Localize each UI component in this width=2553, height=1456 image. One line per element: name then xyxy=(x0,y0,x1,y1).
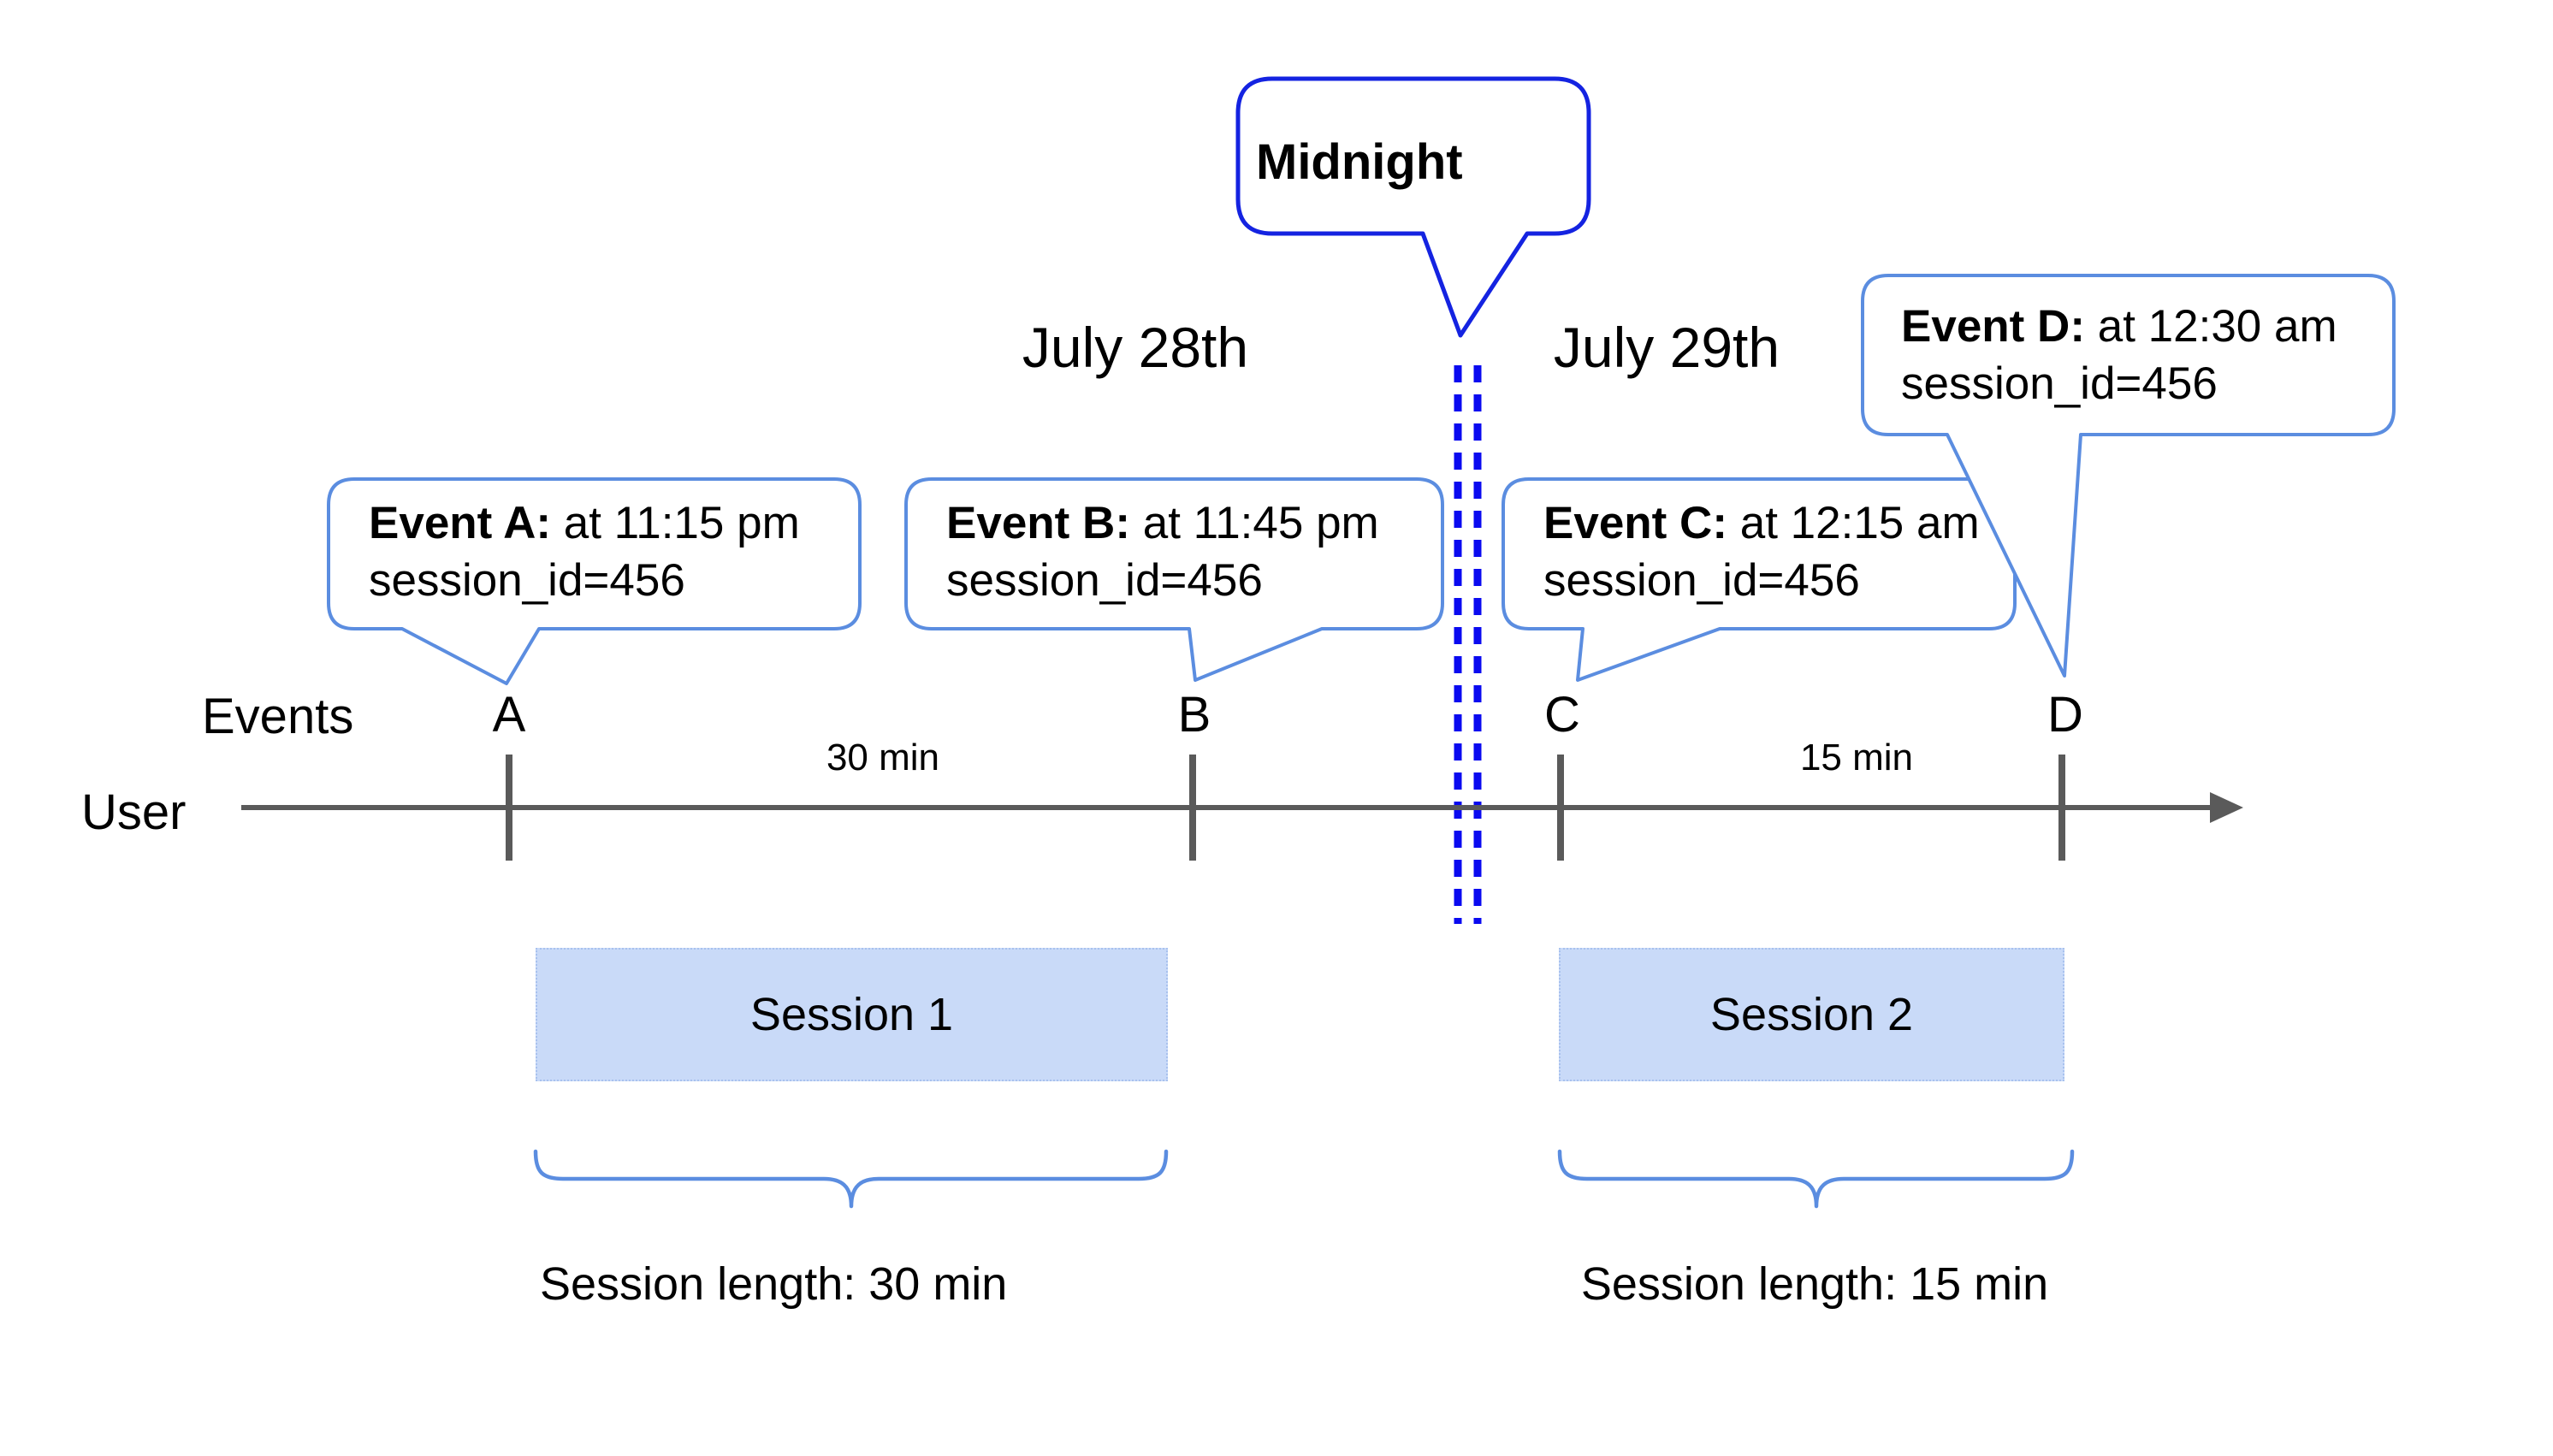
event-d-line2: session_id=456 xyxy=(1901,358,2218,409)
event-b-line2: session_id=456 xyxy=(946,555,1263,606)
midnight-bubble-shape xyxy=(1235,76,1591,338)
session-1-label: Session 1 xyxy=(749,989,954,1040)
session-2-brace xyxy=(1557,1149,2075,1209)
event-a-bubble-shape xyxy=(327,477,862,685)
event-a-line1: Event A: at 11:15 pm xyxy=(369,498,800,548)
event-b-line1: Event B: at 11:45 pm xyxy=(946,498,1379,548)
session-2-length-label: Session length: 15 min xyxy=(1580,1258,2049,1310)
midnight-dashed-divider xyxy=(1454,365,1482,924)
event-letter-d: D xyxy=(2047,687,2083,743)
session-2-box: Session 2 xyxy=(1559,948,2064,1081)
session-1-length-label: Session length: 30 min xyxy=(540,1258,1008,1310)
session-1-box: Session 1 xyxy=(536,948,1168,1081)
event-b-bubble-shape xyxy=(904,477,1444,682)
gap-15min-label: 15 min xyxy=(1799,737,1914,778)
event-letter-a: A xyxy=(492,687,526,743)
event-letter-c: C xyxy=(1544,687,1580,743)
gap-30min-label: 30 min xyxy=(826,737,940,778)
date-july-29: July 29th xyxy=(1553,316,1780,379)
midnight-label: Midnight xyxy=(1256,134,1463,190)
timeline-arrowhead-icon xyxy=(2210,792,2243,823)
event-d-callout: Event D: at 12:30 am session_id=456 xyxy=(1901,298,2337,412)
event-d-line1: Event D: at 12:30 am xyxy=(1901,301,2337,352)
event-c-line1: Event C: at 12:15 am xyxy=(1543,498,1980,548)
event-c-line2: session_id=456 xyxy=(1543,555,1860,606)
session-2-label: Session 2 xyxy=(1709,989,1914,1040)
event-letter-b: B xyxy=(1177,687,1211,743)
session-1-brace xyxy=(533,1149,1169,1209)
event-c-callout: Event C: at 12:15 am session_id=456 xyxy=(1543,494,1980,609)
user-timeline xyxy=(241,755,2243,861)
date-july-28: July 28th xyxy=(1022,316,1249,379)
user-axis-label: User xyxy=(81,784,187,840)
event-b-callout: Event B: at 11:45 pm session_id=456 xyxy=(946,494,1379,609)
event-a-line2: session_id=456 xyxy=(369,555,685,606)
events-axis-label: Events xyxy=(202,689,354,744)
event-d-bubble-shape xyxy=(1861,274,2396,678)
event-a-callout: Event A: at 11:15 pm session_id=456 xyxy=(369,494,800,609)
